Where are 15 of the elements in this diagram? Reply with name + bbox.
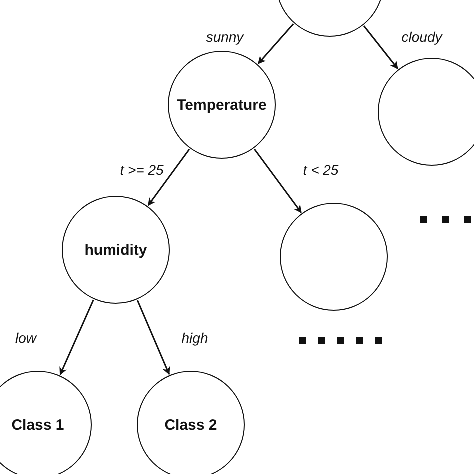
edge-label: t >= 25 (119, 162, 165, 178)
node-label: humidity (84, 242, 148, 258)
node-label: Class 2 (164, 416, 218, 434)
arrow (254, 148, 302, 214)
arrow (258, 24, 294, 64)
arrow (136, 300, 170, 376)
arrow (60, 300, 94, 376)
edge-label: cloudy (400, 29, 444, 45)
node-label: Temperature (177, 96, 267, 114)
arrow (364, 26, 398, 70)
edge-label: low (14, 330, 38, 346)
node-label: Class 1 (12, 416, 64, 434)
edge-label: t < 25 (302, 162, 340, 178)
arrow (148, 148, 190, 206)
edge-label: high (180, 330, 210, 346)
